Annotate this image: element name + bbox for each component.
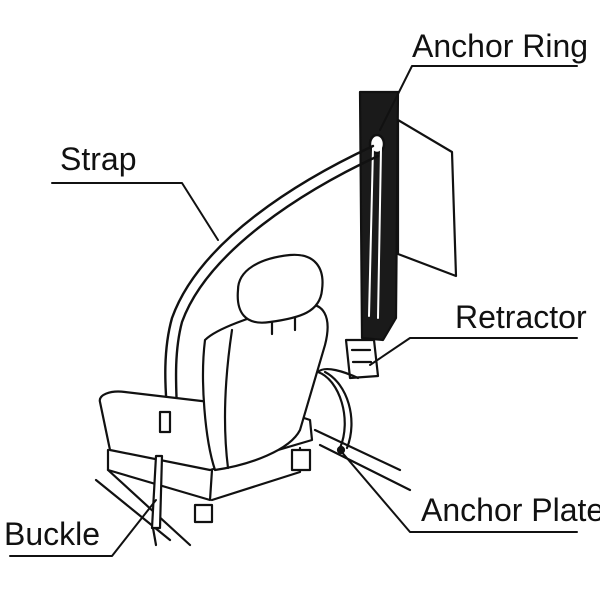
label-retractor: Retractor (455, 299, 587, 335)
retractor-part (344, 338, 380, 380)
seat-leg-rear (290, 448, 312, 472)
pillar-strap (368, 147, 382, 319)
label-anchor-plate: Anchor Plate (421, 492, 600, 528)
leader-retractor (369, 337, 578, 366)
leader-buckle (9, 499, 157, 557)
seat-back (201, 303, 329, 472)
leader-anchor-ring (379, 65, 578, 131)
leader-anchor-plate (339, 449, 578, 533)
seat-leg-front (193, 503, 214, 524)
strap-belt-inner (174, 154, 380, 412)
buckle-part (150, 454, 164, 530)
headrest (236, 253, 324, 324)
label-strap: Strap (60, 141, 137, 177)
strap-belt (164, 144, 375, 412)
lap-belt (316, 368, 360, 380)
label-anchor-ring: Anchor Ring (412, 28, 589, 64)
label-buckle: Buckle (4, 516, 101, 552)
leader-strap (51, 182, 219, 241)
anchor-plate-belt (316, 370, 346, 450)
side-window (396, 118, 458, 278)
